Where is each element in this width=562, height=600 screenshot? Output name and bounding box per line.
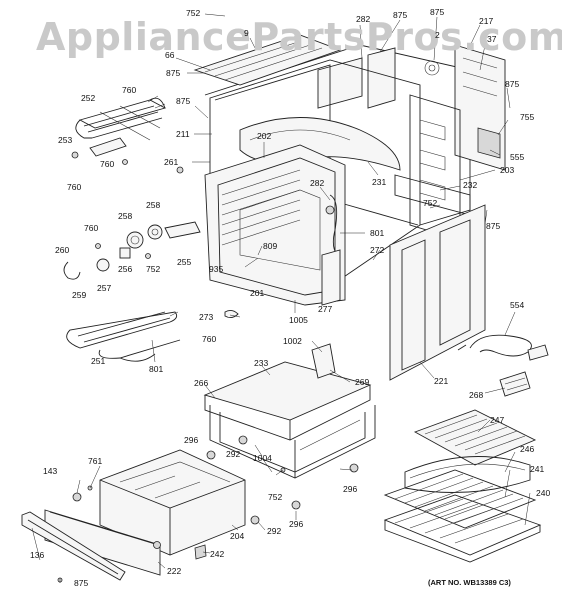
- callout-label: 269: [355, 377, 369, 387]
- callout-label: 241: [530, 464, 544, 474]
- callout-label: 755: [520, 112, 534, 122]
- callout-label: 875: [74, 578, 88, 588]
- drawer-handle: [21, 511, 126, 581]
- callout-label: 257: [97, 283, 111, 293]
- callout-label: 555: [510, 152, 524, 162]
- callout-label: 260: [55, 245, 69, 255]
- oven-rack-lower: [383, 494, 542, 563]
- callout-label: 256: [118, 264, 132, 274]
- callout-label: 232: [463, 180, 477, 190]
- callout-label: 221: [434, 376, 448, 386]
- callout-label: 760: [202, 334, 216, 344]
- callout-label: 760: [84, 223, 98, 233]
- callout-label: 136: [30, 550, 44, 560]
- callout-label: 259: [72, 290, 86, 300]
- bake-element: [66, 311, 181, 362]
- oven-rack-upper: [383, 469, 537, 529]
- callout-label: 875: [430, 7, 444, 17]
- callout-label: 292: [267, 526, 281, 536]
- callout-label: 258: [118, 211, 132, 221]
- callout-label: 272: [370, 245, 384, 255]
- callout-label: 760: [100, 159, 114, 169]
- callout-label: 752: [423, 198, 437, 208]
- callout-label: 296: [289, 519, 303, 529]
- callout-label: 752: [146, 264, 160, 274]
- storage-drawer-support: [203, 343, 376, 479]
- callout-label: 266: [194, 378, 208, 388]
- callout-leaders: [31, 13, 531, 583]
- anti-tip-bracket: [499, 371, 531, 397]
- callout-label: 203: [500, 165, 514, 175]
- callout-label: 809: [263, 241, 277, 251]
- callout-label: 875: [176, 96, 190, 106]
- callout-label: 296: [343, 484, 357, 494]
- broiler-pan-grid: [413, 409, 537, 466]
- callout-label: 217: [479, 16, 493, 26]
- callout-label: 240: [536, 488, 550, 498]
- oven-body: [193, 34, 506, 306]
- callout-label: 282: [310, 178, 324, 188]
- callout-label: 253: [58, 135, 72, 145]
- side-panel: [389, 204, 486, 381]
- callout-label: 268: [469, 390, 483, 400]
- callout-label: 231: [372, 177, 386, 187]
- broiler-pan: [404, 456, 531, 493]
- callout-label: 292: [226, 449, 240, 459]
- callout-label: 255: [177, 257, 191, 267]
- callout-label: 875: [505, 79, 519, 89]
- callout-label: 1005: [289, 315, 308, 325]
- callout-label: 801: [149, 364, 163, 374]
- broil-element: [75, 95, 167, 141]
- callout-label: 251: [91, 356, 105, 366]
- callout-label: 143: [43, 466, 57, 476]
- callout-label: 2: [435, 30, 440, 40]
- callout-label: 277: [318, 304, 332, 314]
- callout-label: 1004: [253, 453, 272, 463]
- callout-label: 211: [176, 129, 190, 139]
- watermark: AppliancePartsPros.com: [36, 15, 562, 59]
- callout-label: 9: [244, 28, 249, 38]
- storage-drawer: [99, 449, 246, 556]
- callout-label: 752: [186, 8, 200, 18]
- callout-label: 233: [254, 358, 268, 368]
- callout-label: 760: [67, 182, 81, 192]
- callout-label: 801: [370, 228, 384, 238]
- callout-label: 222: [167, 566, 181, 576]
- callout-label: 760: [122, 85, 136, 95]
- callout-label: 258: [146, 200, 160, 210]
- callout-label: 202: [257, 131, 271, 141]
- callout-label: 204: [230, 531, 244, 541]
- callout-label: 282: [356, 14, 370, 24]
- callout-label: 875: [166, 68, 180, 78]
- callout-label: 66: [165, 50, 175, 60]
- callout-label: 1002: [283, 336, 302, 346]
- power-cord: [457, 334, 549, 361]
- callout-label: 554: [510, 300, 524, 310]
- callout-label: 875: [393, 10, 407, 20]
- callout-labels: 752 9 282 875 875 217 2 37 66 875 760 25…: [30, 7, 550, 588]
- callout-label: 296: [184, 435, 198, 445]
- callout-label: 201: [250, 288, 264, 298]
- callout-label: 252: [81, 93, 95, 103]
- callout-label: 247: [490, 415, 504, 425]
- callout-label: 242: [210, 549, 224, 559]
- callout-label: 273: [199, 312, 213, 322]
- callout-label: 37: [487, 34, 497, 44]
- callout-label: 761: [88, 456, 102, 466]
- switch-parts: [63, 137, 239, 319]
- art-number: (ART NO. WB13389 C3): [428, 578, 511, 587]
- callout-label: 261: [164, 157, 178, 167]
- callout-label: 752: [268, 492, 282, 502]
- callout-label: 935: [209, 264, 223, 274]
- callout-label: 875: [486, 221, 500, 231]
- callout-label: 246: [520, 444, 534, 454]
